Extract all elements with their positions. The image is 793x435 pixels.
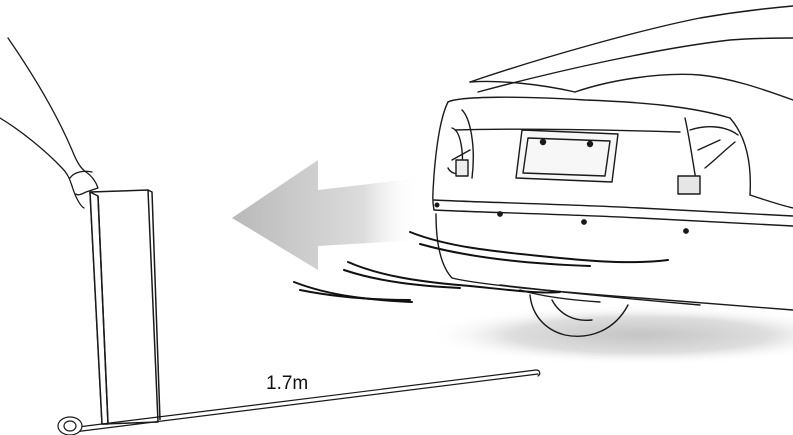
arm-outline xyxy=(7,37,87,173)
measuring-tape xyxy=(57,369,541,435)
car-rear xyxy=(432,5,793,337)
car-roof-line xyxy=(469,5,793,83)
measurement-board xyxy=(89,189,161,425)
license-plate xyxy=(515,129,619,183)
ground-shadow xyxy=(425,305,793,365)
rear-bumper xyxy=(433,199,793,217)
direction-arrow xyxy=(232,160,420,270)
tape-reel xyxy=(57,416,83,435)
trunk-lid xyxy=(447,96,731,119)
hand-holding-board xyxy=(0,37,99,209)
rear-tyre xyxy=(529,294,629,337)
distance-label: 1.7m xyxy=(266,373,308,394)
sensor-waves xyxy=(293,231,669,303)
